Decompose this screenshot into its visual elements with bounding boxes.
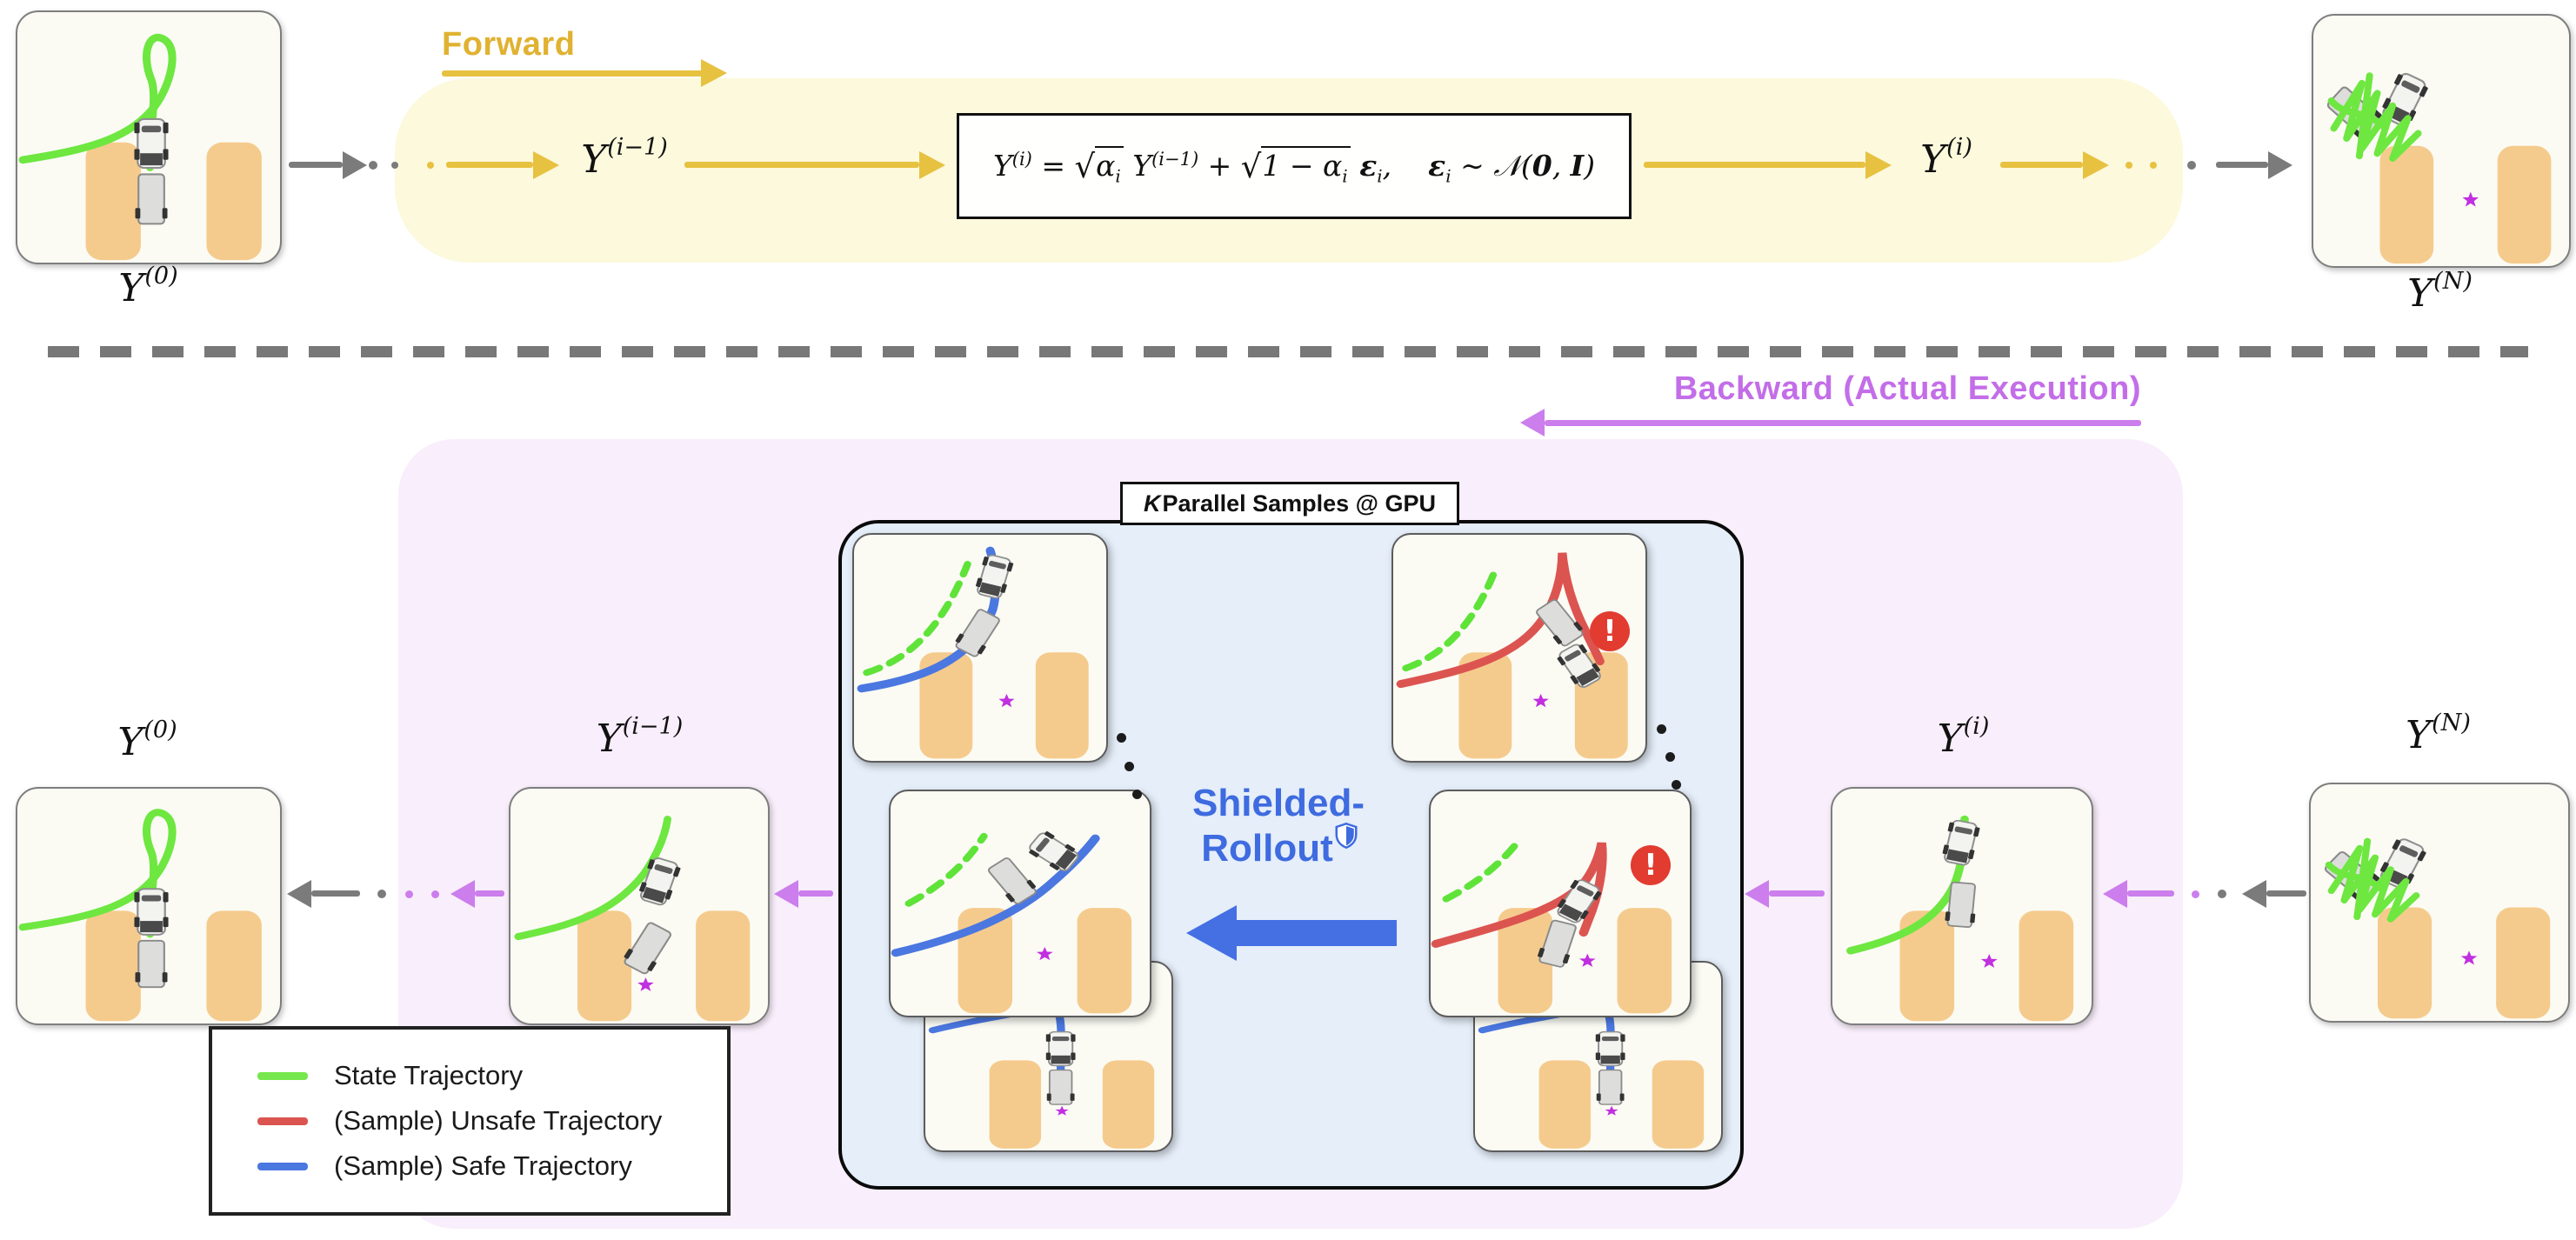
legend-item-state: State Trajectory (257, 1060, 727, 1091)
noise-scene (2322, 837, 2551, 1019)
node-label-y0-top: Y(0) (118, 263, 178, 310)
legend-label: State Trajectory (334, 1060, 524, 1090)
gray-arrow-shaft (311, 890, 360, 897)
state-panel-y0-top (16, 10, 282, 264)
backward-step-arrow (475, 890, 504, 897)
ellipsis-dot (2126, 162, 2132, 169)
gray-arrowhead-icon (2268, 151, 2292, 179)
safe-sample-scene (862, 550, 1089, 758)
parked-truck-scene (23, 37, 262, 260)
dashed-divider-line (48, 346, 2528, 357)
backward-step-arrow (1769, 890, 1825, 897)
ellipsis-dot (391, 162, 398, 169)
sample-panel-unsafe-top: ! (1391, 533, 1647, 763)
legend-item-unsafe: (Sample) Unsafe Trajectory (257, 1105, 727, 1137)
backward-arrowhead-icon (1520, 409, 1545, 437)
ellipsis-dot (2192, 890, 2199, 898)
backward-step-arrowhead (1745, 880, 1769, 908)
ellipsis-dot (377, 890, 386, 898)
sample-panel-safe-top (852, 533, 1108, 763)
gray-arrow-shaft (2216, 162, 2268, 168)
forward-step-arrow (684, 162, 919, 168)
shielded-rollout-arrowhead (1186, 905, 1237, 961)
ellipsis-dot (1124, 762, 1134, 771)
ellipsis-dot (1132, 790, 1142, 799)
state-panel-y-i (1831, 787, 2093, 1025)
gray-arrowhead-icon (2242, 880, 2266, 908)
state-panel-yn-top (2312, 14, 2571, 268)
forward-step-arrow (446, 162, 533, 168)
state-panel-y0-bottom (16, 787, 282, 1025)
forward-step-arrow (2000, 162, 2083, 168)
forward-arrowhead-icon (701, 59, 727, 87)
ellipsis-dot (1117, 733, 1126, 743)
state-panel-yn-bottom (2309, 783, 2570, 1023)
ellipsis-dot (2218, 890, 2226, 898)
backward-step-arrowhead (774, 880, 798, 908)
safe-sample-scene (896, 829, 1131, 1013)
gray-arrow-shaft (289, 162, 343, 168)
node-label-y0-bottom: Y(0) (117, 717, 177, 764)
backward-step-arrow (798, 890, 833, 897)
legend-label: (Sample) Safe Trajectory (334, 1150, 632, 1181)
backward-step-arrowhead (450, 880, 475, 908)
forward-label: Forward (442, 26, 576, 63)
noise-scene (2325, 70, 2552, 263)
parked-truck-scene (23, 812, 262, 1021)
legend-label: (Sample) Unsafe Trajectory (334, 1105, 663, 1136)
shielded-rollout-label: Shielded- Rollout (1191, 782, 1365, 870)
equation-text: Y(i) = √αi Y(i−1) + √1 − αi εi, εi ∼ 𝒩(0… (992, 145, 1596, 187)
ellipsis-dot (1672, 780, 1681, 790)
backward-arrow-icon (1545, 420, 2141, 426)
equation-box: Y(i) = √αi Y(i−1) + √1 − αi εi, εi ∼ 𝒩(0… (957, 113, 1632, 219)
ellipsis-dot (1665, 752, 1675, 762)
forward-step-arrow (1644, 162, 1865, 168)
ellipsis-dot (431, 890, 439, 898)
forward-step-arrowhead (919, 151, 945, 179)
shielded-rollout-arrow (1235, 920, 1397, 946)
legend-item-safe: (Sample) Safe Trajectory (257, 1150, 727, 1182)
legend: State Trajectory (Sample) Unsafe Traject… (209, 1026, 731, 1216)
legend-swatch-blue (257, 1162, 308, 1170)
node-label-y-i-minus-1-top: Y(i−1) (581, 134, 668, 182)
warning-icon: ! (1590, 611, 1630, 651)
ellipsis-dot (2187, 161, 2196, 170)
forward-arrow-icon (442, 70, 703, 77)
state-panel-y-i-minus-1 (509, 787, 770, 1025)
backward-step-arrowhead (2103, 880, 2127, 908)
gray-arrowhead-icon (343, 151, 367, 179)
node-label-yn-bottom: Y(N) (2406, 710, 2471, 757)
shield-icon (1335, 822, 1358, 850)
forward-step-arrowhead (2083, 151, 2109, 179)
node-label-y-i-minus-1-bottom: Y(i−1) (596, 713, 684, 761)
ellipsis-dot (1657, 724, 1666, 734)
forward-step-arrowhead (1865, 151, 1892, 179)
partially-denoised-scene (518, 819, 750, 1021)
forward-step-arrowhead (533, 151, 559, 179)
gray-arrowhead-icon (287, 880, 311, 908)
backward-step-arrow (2127, 890, 2174, 897)
sample-panel-unsafe-front-right: ! (1429, 790, 1692, 1017)
ellipsis-dot (427, 162, 434, 169)
gpu-box-label: K Parallel Samples @ GPU (1120, 482, 1459, 525)
safe-sample-scene (1482, 998, 1704, 1149)
legend-swatch-red (257, 1117, 308, 1125)
warning-icon: ! (1631, 845, 1671, 885)
gray-arrow-shaft (2266, 890, 2306, 897)
safe-sample-scene (932, 998, 1154, 1149)
node-label-y-i-bottom: Y(i) (1937, 713, 1990, 761)
node-label-y-i-top: Y(i) (1920, 134, 1972, 182)
ellipsis-dot (405, 890, 413, 898)
unsafe-sample-scene (1401, 553, 1628, 759)
ellipsis-dot (2150, 162, 2157, 169)
partially-denoised-scene (1851, 819, 2073, 1021)
ellipsis-dot (369, 161, 377, 170)
node-label-yn-top: Y(N) (2407, 268, 2473, 316)
backward-label: Backward (Actual Execution) (1673, 370, 2141, 407)
legend-swatch-green (257, 1071, 308, 1080)
sample-panel-safe-front-left (889, 790, 1151, 1017)
